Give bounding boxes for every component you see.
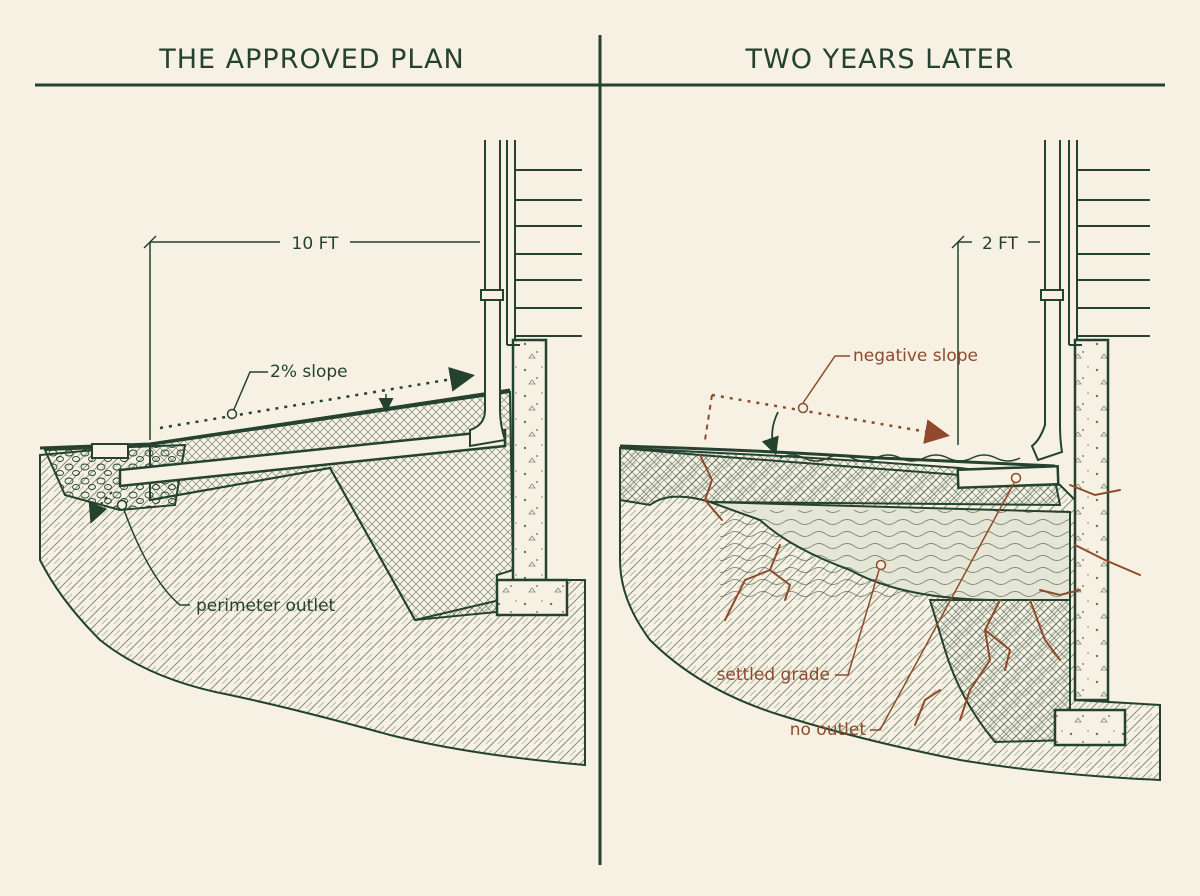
right-distance-dimension: [951, 235, 1040, 445]
right-grade-marker: [875, 559, 887, 571]
right-surface-water-top: [779, 454, 1021, 462]
left-slope-leader: [231, 371, 268, 415]
left-slope-marker: [226, 408, 238, 420]
left-panel: 10 FT 2% slope perimeter outlet: [39, 140, 586, 767]
right-settled-surface: [619, 446, 1062, 507]
left-outlet-pit: [43, 443, 187, 512]
right-water-waves: [720, 510, 1070, 600]
right-distance-label: 2 FT: [982, 234, 1019, 254]
right-slope-marker: [797, 402, 809, 414]
right-slope-leader: [802, 355, 850, 404]
left-distance-label: 10 FT: [292, 234, 340, 254]
left-slope-arrow: [159, 366, 475, 430]
left-outlet-marker: [116, 499, 128, 511]
right-outlet-leader: [870, 482, 1015, 731]
right-slope-arrow: [711, 393, 950, 444]
left-slope-label: 2% slope: [270, 362, 348, 382]
right-downspout: [1030, 140, 1064, 462]
right-grade-label: settled grade: [717, 665, 830, 685]
left-house-siding: [506, 140, 582, 346]
left-native-soil: [39, 443, 586, 767]
left-drain-pipe: [118, 428, 507, 488]
right-backfill-wedge: [928, 599, 1071, 744]
left-wall-concrete-texture: [513, 340, 546, 580]
right-wall-concrete-texture: [1075, 340, 1108, 700]
right-house-siding: [1068, 140, 1150, 346]
left-outlet-grate: [91, 443, 129, 459]
right-grade-leader: [835, 569, 880, 676]
right-splash-block: [956, 464, 1060, 490]
right-soil-cracks: [699, 454, 1141, 726]
left-outlet-leader: [123, 509, 190, 606]
right-grade-surface: [619, 444, 1056, 468]
left-outlet-label: perimeter outlet: [196, 596, 336, 616]
left-distance-dimension: [143, 235, 480, 440]
left-footing-texture: [497, 580, 567, 615]
left-panel-title: THE APPROVED PLAN: [158, 44, 465, 75]
right-outlet-marker: [1010, 472, 1022, 484]
right-panel: 2 FT negative slope settled grade no out…: [619, 140, 1161, 782]
left-downspout: [469, 140, 507, 448]
right-outlet-label: no outlet: [790, 720, 867, 740]
right-panel-title: TWO YEARS LATER: [745, 44, 1015, 75]
right-slope-angle-mark: [761, 411, 779, 456]
right-footing-texture: [1055, 710, 1125, 745]
right-slope-start: [704, 394, 713, 441]
right-slope-label: negative slope: [853, 346, 978, 366]
